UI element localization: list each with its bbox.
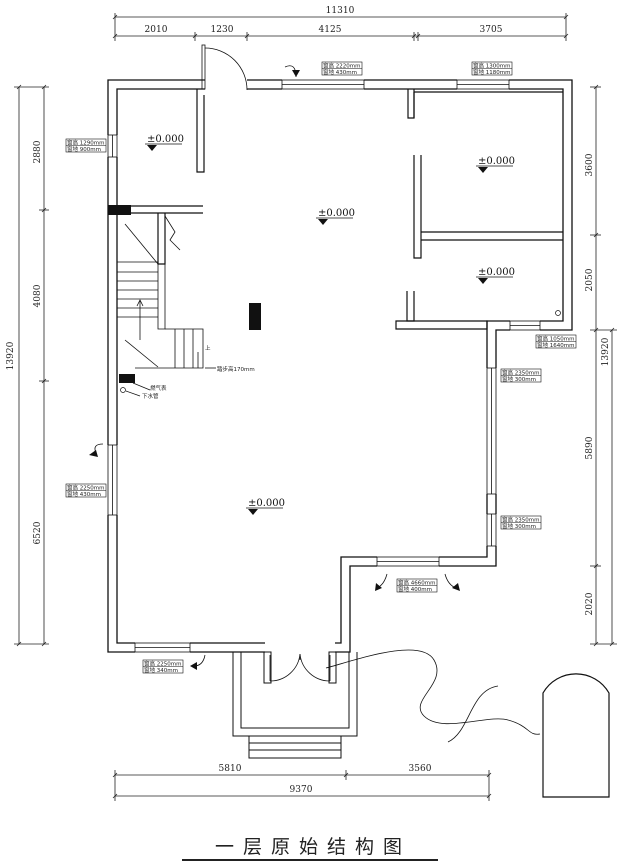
level-underlines bbox=[145, 143, 513, 509]
drawing-title: 一层原始结构图 bbox=[214, 836, 411, 858]
drain-pipe-dot bbox=[555, 310, 561, 316]
bottom-dimensions bbox=[112, 770, 492, 801]
right-dimensions bbox=[590, 84, 617, 647]
window-notes: 窗高 2220mm 窗地 430mm 窗高 1300mm 窗地 1180mm 窗… bbox=[65, 62, 577, 674]
stair-up-label: 上 bbox=[205, 344, 211, 352]
right-dim-2: 2050 bbox=[585, 268, 595, 291]
window-note-2-height: 窗高 1300mm bbox=[473, 62, 510, 70]
swing-arrows bbox=[94, 65, 457, 667]
right-dim-1: 3600 bbox=[585, 153, 595, 176]
path-lower-curve bbox=[447, 685, 499, 743]
window-note-6-sill: 窗地 430mm bbox=[67, 490, 101, 498]
top-dim-1: 2010 bbox=[145, 25, 168, 35]
pier-lower bbox=[119, 374, 135, 383]
window-note-9-sill: 窗地 340mm bbox=[144, 666, 178, 674]
window-note-7-height: 窗高 2350mm bbox=[502, 516, 539, 524]
bottom-dim-1: 5810 bbox=[219, 764, 242, 774]
top-dimensions bbox=[112, 13, 569, 41]
level-label-5: ±0.000 bbox=[248, 498, 285, 509]
window-note-7-sill: 窗地 300mm bbox=[502, 522, 536, 530]
level-label-3: ±0.000 bbox=[478, 156, 515, 167]
gas-leader bbox=[120, 382, 151, 397]
window-note-8-sill: 窗地 400mm bbox=[398, 585, 432, 593]
top-dim-3: 4125 bbox=[319, 25, 342, 35]
doors bbox=[201, 44, 331, 682]
level-markers bbox=[147, 145, 488, 515]
arrow-heads bbox=[89, 70, 460, 670]
left-dim-1: 2880 bbox=[33, 140, 43, 163]
window-note-5-height: 窗高 2350mm bbox=[502, 369, 539, 377]
top-dim-4: 3705 bbox=[480, 25, 503, 35]
top-dim-2: 1230 bbox=[211, 25, 234, 35]
interior-walls bbox=[117, 89, 563, 330]
gas-meter-label: 燃气表 bbox=[150, 384, 167, 392]
staircase bbox=[117, 215, 216, 369]
left-dim-3: 6520 bbox=[33, 521, 43, 544]
drain-label: 下水管 bbox=[142, 392, 159, 400]
stair-step-label: 踏步高170mm bbox=[217, 365, 255, 373]
level-label-2: ±0.000 bbox=[318, 208, 355, 219]
window-note-1-height: 窗高 2220mm bbox=[323, 62, 360, 70]
window-note-2-sill: 窗地 1180mm bbox=[473, 68, 510, 76]
level-label-4: ±0.000 bbox=[478, 267, 515, 278]
window-note-4-sill: 窗地 1640mm bbox=[537, 341, 574, 349]
window-note-8-height: 窗高 4660mm bbox=[398, 579, 435, 587]
arched-structure bbox=[542, 673, 610, 798]
window-note-5-sill: 窗地 300mm bbox=[502, 375, 536, 383]
window-note-3-height: 窗高 1290mm bbox=[67, 139, 104, 147]
left-total-dim: 13920 bbox=[6, 341, 16, 370]
window-note-1-sill: 窗地 430mm bbox=[323, 68, 357, 76]
garden-path bbox=[325, 649, 541, 735]
bottom-dim-2: 3560 bbox=[409, 764, 432, 774]
window-note-3-sill: 窗地 900mm bbox=[67, 145, 101, 153]
windows bbox=[107, 79, 541, 653]
window-note-6-height: 窗高 2250mm bbox=[67, 484, 104, 492]
left-dimensions bbox=[14, 84, 49, 647]
level-label-1: ±0.000 bbox=[147, 134, 184, 145]
pier-upper bbox=[108, 205, 131, 215]
left-dim-2: 4080 bbox=[33, 284, 43, 307]
right-dim-3: 5890 bbox=[585, 436, 595, 459]
title-underline bbox=[182, 859, 438, 861]
column bbox=[249, 303, 261, 330]
top-total-dim: 11310 bbox=[326, 6, 355, 16]
bottom-total-dim: 9370 bbox=[290, 785, 313, 795]
window-note-4-height: 窗高 1050mm bbox=[537, 335, 574, 343]
wall-openings bbox=[106, 78, 540, 654]
right-total-dim: 13920 bbox=[601, 337, 611, 366]
window-note-9-height: 窗高 2250mm bbox=[144, 660, 181, 668]
right-dim-4: 2020 bbox=[585, 592, 595, 615]
